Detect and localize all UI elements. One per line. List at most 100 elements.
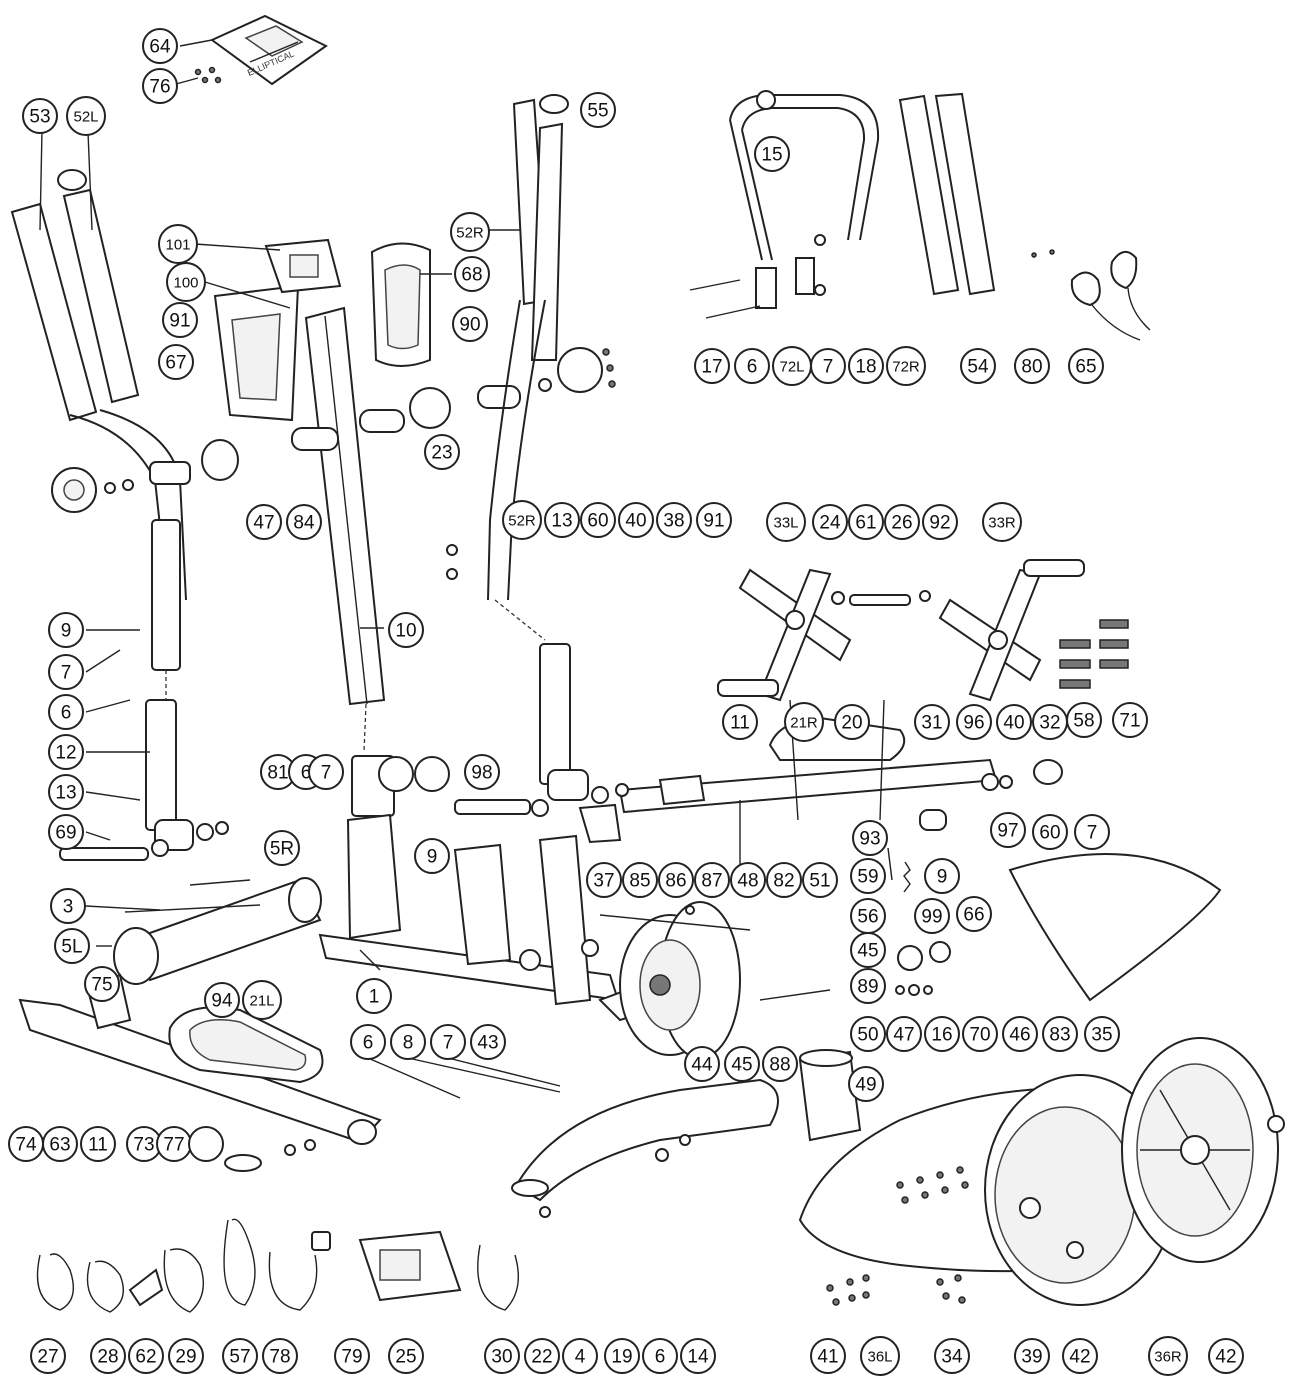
callout-bubble bbox=[356, 978, 392, 1014]
callout-bubble bbox=[956, 704, 992, 740]
callout-bubble bbox=[452, 306, 488, 342]
callout-label: 29 bbox=[175, 1347, 196, 1368]
callout-label: 9 bbox=[427, 847, 438, 868]
leader-lines bbox=[39, 39, 831, 1099]
callout-82: 82 bbox=[766, 862, 802, 898]
callout-84: 84 bbox=[286, 504, 322, 540]
callout-bubble bbox=[484, 1338, 520, 1374]
callout-bubble bbox=[54, 928, 90, 964]
upper-axle bbox=[291, 347, 616, 451]
callout-bubble bbox=[286, 504, 322, 540]
callout-bubble bbox=[470, 1024, 506, 1060]
callout-label: 68 bbox=[461, 265, 482, 286]
callout-bubble bbox=[886, 346, 926, 386]
callout-label: 50 bbox=[857, 1025, 878, 1046]
callout-label: 57 bbox=[229, 1347, 250, 1368]
callout-label: 89 bbox=[857, 977, 878, 998]
belt-part bbox=[1008, 853, 1222, 1002]
callout-79: 79 bbox=[334, 1338, 370, 1374]
console-part: ELLIPTICAL bbox=[194, 14, 328, 86]
callout-bubble bbox=[1032, 814, 1068, 850]
callout-label: 18 bbox=[855, 357, 876, 378]
callout-6: 6 bbox=[734, 348, 770, 384]
callout-label: 45 bbox=[731, 1055, 752, 1076]
callout-6: 6 bbox=[48, 694, 84, 730]
callout-bubble bbox=[162, 302, 198, 338]
callout-label: 40 bbox=[625, 511, 646, 532]
callout-16: 16 bbox=[924, 1016, 960, 1052]
left-handle-grips bbox=[10, 169, 187, 601]
callout-label: 34 bbox=[941, 1347, 963, 1368]
callout-88: 88 bbox=[762, 1046, 798, 1082]
callout-label: 47 bbox=[253, 513, 274, 534]
callout-7: 7 bbox=[48, 654, 84, 690]
callout-label: 42 bbox=[1069, 1347, 1090, 1368]
callout-52R: 52R bbox=[450, 212, 490, 252]
callout-bubble bbox=[848, 1066, 884, 1102]
callout-bubble bbox=[850, 968, 886, 1004]
callout-36L: 36L bbox=[860, 1336, 900, 1376]
callout-label: 27 bbox=[37, 1347, 58, 1368]
callout-bubble bbox=[1042, 1016, 1078, 1052]
callout-bubble bbox=[962, 1016, 998, 1052]
callout-label: 24 bbox=[819, 513, 841, 534]
callout-bubble bbox=[1068, 348, 1104, 384]
callout-label: 26 bbox=[891, 513, 912, 534]
callout-bubble bbox=[852, 820, 888, 856]
callout-32: 32 bbox=[1032, 704, 1068, 740]
callout-bubble bbox=[730, 862, 766, 898]
callout-64: 64 bbox=[142, 28, 178, 64]
callout-label: 10 bbox=[395, 621, 416, 642]
callout-label: 42 bbox=[1215, 1347, 1236, 1368]
callout-6: 6 bbox=[350, 1024, 386, 1060]
callout-label: 8 bbox=[403, 1033, 414, 1054]
callout-label: 91 bbox=[703, 511, 724, 532]
callout-bubble bbox=[388, 612, 424, 648]
callout-bubble bbox=[696, 502, 732, 538]
callout-label: 6 bbox=[363, 1033, 374, 1054]
callout-46: 46 bbox=[1002, 1016, 1038, 1052]
callout-label: 91 bbox=[169, 311, 190, 332]
callout-72L: 72L bbox=[772, 346, 812, 386]
callout-4: 4 bbox=[562, 1338, 598, 1374]
callout-label: 73 bbox=[133, 1135, 154, 1156]
callout-label: 39 bbox=[1021, 1347, 1042, 1368]
callout-bubble bbox=[48, 694, 84, 730]
callout-59: 59 bbox=[850, 858, 886, 894]
callout-label: 14 bbox=[687, 1347, 709, 1368]
callout-label: 56 bbox=[857, 907, 878, 928]
callout-label: 5R bbox=[270, 839, 294, 860]
callout-bubble bbox=[246, 504, 282, 540]
callout-label: 83 bbox=[1049, 1025, 1070, 1046]
callout-18: 18 bbox=[848, 348, 884, 384]
cover-part-49 bbox=[798, 1049, 862, 1142]
callout-96: 96 bbox=[956, 704, 992, 740]
callout-label: 79 bbox=[341, 1347, 362, 1368]
callout-label: 61 bbox=[855, 513, 876, 534]
callout-label: 21L bbox=[249, 993, 274, 1010]
callout-bubble bbox=[622, 862, 658, 898]
callout-bubble bbox=[128, 1338, 164, 1374]
callout-bubble bbox=[684, 1046, 720, 1082]
callout-label: 36L bbox=[867, 1349, 892, 1366]
callout-label: 88 bbox=[769, 1055, 790, 1076]
right-handle-grips bbox=[898, 92, 996, 296]
callout-12: 12 bbox=[48, 734, 84, 770]
callout-bubble bbox=[886, 1016, 922, 1052]
callout-6: 6 bbox=[642, 1338, 678, 1374]
callout-label: 93 bbox=[859, 829, 880, 850]
callout-bubble bbox=[22, 98, 58, 134]
callout-blank bbox=[378, 756, 414, 792]
callout-45: 45 bbox=[850, 932, 886, 968]
callout-56: 56 bbox=[850, 898, 886, 934]
callout-40: 40 bbox=[996, 704, 1032, 740]
callout-43: 43 bbox=[470, 1024, 506, 1060]
callout-bubble bbox=[990, 812, 1026, 848]
callout-21R: 21R bbox=[784, 702, 824, 742]
callout-bubble bbox=[30, 1338, 66, 1374]
callout-label: 63 bbox=[49, 1135, 70, 1156]
callout-bubble bbox=[694, 348, 730, 384]
callout-bubble bbox=[308, 754, 344, 790]
callout-bubble bbox=[754, 136, 790, 172]
